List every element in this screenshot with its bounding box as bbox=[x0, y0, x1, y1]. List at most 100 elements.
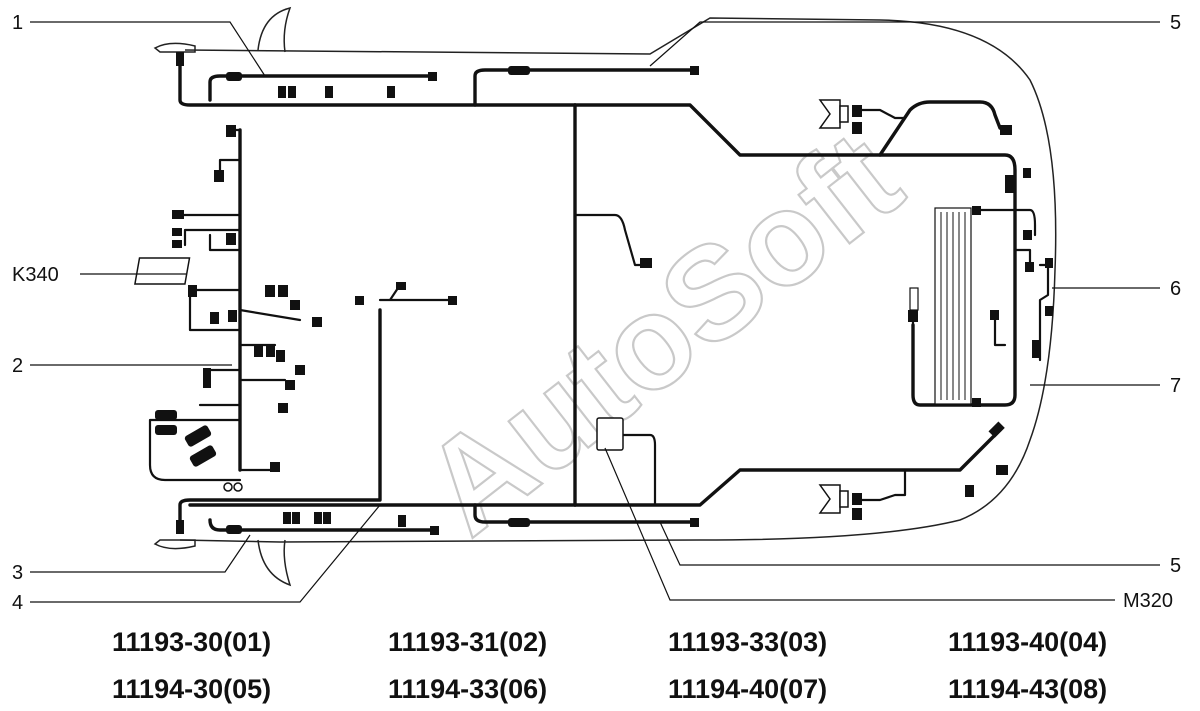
leader-5-bottom bbox=[659, 521, 1160, 566]
connector bbox=[172, 228, 182, 236]
connector bbox=[852, 122, 862, 134]
connector bbox=[312, 317, 322, 327]
connector bbox=[908, 310, 918, 322]
callout-5-bottom: 5 bbox=[1170, 555, 1181, 577]
front-branch-top bbox=[208, 74, 437, 102]
connector bbox=[690, 518, 699, 527]
connector bbox=[285, 380, 295, 390]
connector bbox=[988, 421, 1005, 438]
top-right-harness bbox=[473, 68, 697, 107]
speaker-bottom-icon bbox=[818, 484, 849, 514]
front-right-mirror bbox=[257, 539, 292, 587]
connector bbox=[1005, 175, 1014, 193]
harness-wires bbox=[148, 58, 1050, 532]
connectors bbox=[155, 52, 1053, 535]
bottom-right-harness bbox=[473, 503, 697, 524]
connector bbox=[852, 508, 862, 520]
connector bbox=[1032, 340, 1040, 358]
rear-inner-branch bbox=[911, 208, 1050, 362]
callout-6: 6 bbox=[1170, 278, 1181, 300]
model-code: 11194-43(08) bbox=[948, 674, 1107, 704]
floor-harness-top bbox=[573, 100, 1002, 157]
connector bbox=[226, 72, 242, 81]
connector bbox=[508, 518, 530, 527]
connector bbox=[172, 210, 184, 219]
model-code: 11194-33(06) bbox=[388, 674, 547, 704]
model-code: 11194-30(05) bbox=[112, 674, 271, 704]
connector bbox=[155, 410, 177, 420]
connector bbox=[276, 350, 285, 362]
leader-m320 bbox=[604, 447, 1115, 601]
rear-component bbox=[909, 287, 919, 311]
connector bbox=[172, 240, 182, 248]
connector bbox=[226, 125, 236, 137]
front-left-mirror bbox=[257, 6, 292, 53]
components bbox=[134, 99, 972, 514]
rear-heater-grid bbox=[934, 207, 972, 405]
connector bbox=[214, 170, 224, 182]
speaker-bottom-wire bbox=[860, 468, 907, 502]
speaker-top-wire bbox=[860, 108, 907, 120]
connector bbox=[254, 345, 263, 357]
connector bbox=[690, 66, 699, 75]
left-lamp-top bbox=[153, 42, 196, 53]
connector bbox=[189, 445, 217, 467]
connector bbox=[972, 398, 981, 407]
car-body-outline bbox=[153, 6, 1057, 587]
front-harness-bottom bbox=[178, 308, 382, 532]
connector bbox=[176, 52, 184, 66]
model-code: 11194-40(07) bbox=[668, 674, 827, 704]
connector bbox=[508, 66, 530, 75]
ground-terminal bbox=[233, 482, 243, 492]
m320-ecu-module bbox=[596, 417, 624, 451]
connector bbox=[188, 285, 197, 297]
connector bbox=[996, 465, 1008, 475]
connector bbox=[265, 285, 275, 297]
connector bbox=[283, 512, 291, 524]
model-code: 11193-33(03) bbox=[668, 627, 827, 657]
front-harness-top bbox=[178, 58, 577, 107]
connector bbox=[226, 233, 236, 245]
leader-3 bbox=[30, 534, 251, 573]
rear-harness-right bbox=[878, 153, 1017, 407]
callout-3: 3 bbox=[12, 562, 23, 584]
connector bbox=[210, 312, 219, 324]
leader-5-top bbox=[649, 21, 1160, 67]
connector bbox=[203, 368, 211, 388]
connector bbox=[314, 512, 322, 524]
connector bbox=[355, 296, 364, 305]
callout-m320: M320 bbox=[1123, 590, 1173, 612]
model-code: 11193-30(01) bbox=[112, 627, 271, 657]
connector bbox=[1023, 230, 1032, 240]
callout-2: 2 bbox=[12, 355, 23, 377]
trunk-branch-mid bbox=[573, 213, 652, 267]
left-lamp-bottom bbox=[153, 539, 196, 550]
speaker-top-icon bbox=[818, 99, 849, 129]
floor-harness-bottom bbox=[573, 428, 1002, 507]
connector bbox=[278, 285, 288, 297]
connector bbox=[398, 515, 406, 527]
bottom-branch bbox=[208, 518, 437, 532]
k340-relay-block bbox=[134, 257, 191, 285]
connector bbox=[278, 86, 286, 98]
model-codes: 11193-30(01) 11193-31(02) 11193-33(03) 1… bbox=[112, 627, 1107, 704]
connector bbox=[176, 520, 184, 534]
connector bbox=[640, 258, 652, 268]
connector bbox=[226, 525, 242, 534]
connector bbox=[852, 105, 862, 117]
body-outline-path bbox=[179, 17, 1057, 543]
connector bbox=[1045, 306, 1053, 316]
connector bbox=[396, 282, 406, 290]
connector bbox=[1000, 125, 1012, 135]
center-branch bbox=[378, 283, 452, 302]
connector bbox=[155, 425, 177, 435]
leader-4 bbox=[30, 504, 381, 603]
callout-5-top: 5 bbox=[1170, 12, 1181, 34]
connector bbox=[290, 300, 300, 310]
callout-4: 4 bbox=[12, 592, 23, 614]
connector bbox=[228, 310, 237, 322]
connector bbox=[852, 493, 862, 505]
connector bbox=[1045, 258, 1053, 268]
callout-7: 7 bbox=[1170, 375, 1181, 397]
